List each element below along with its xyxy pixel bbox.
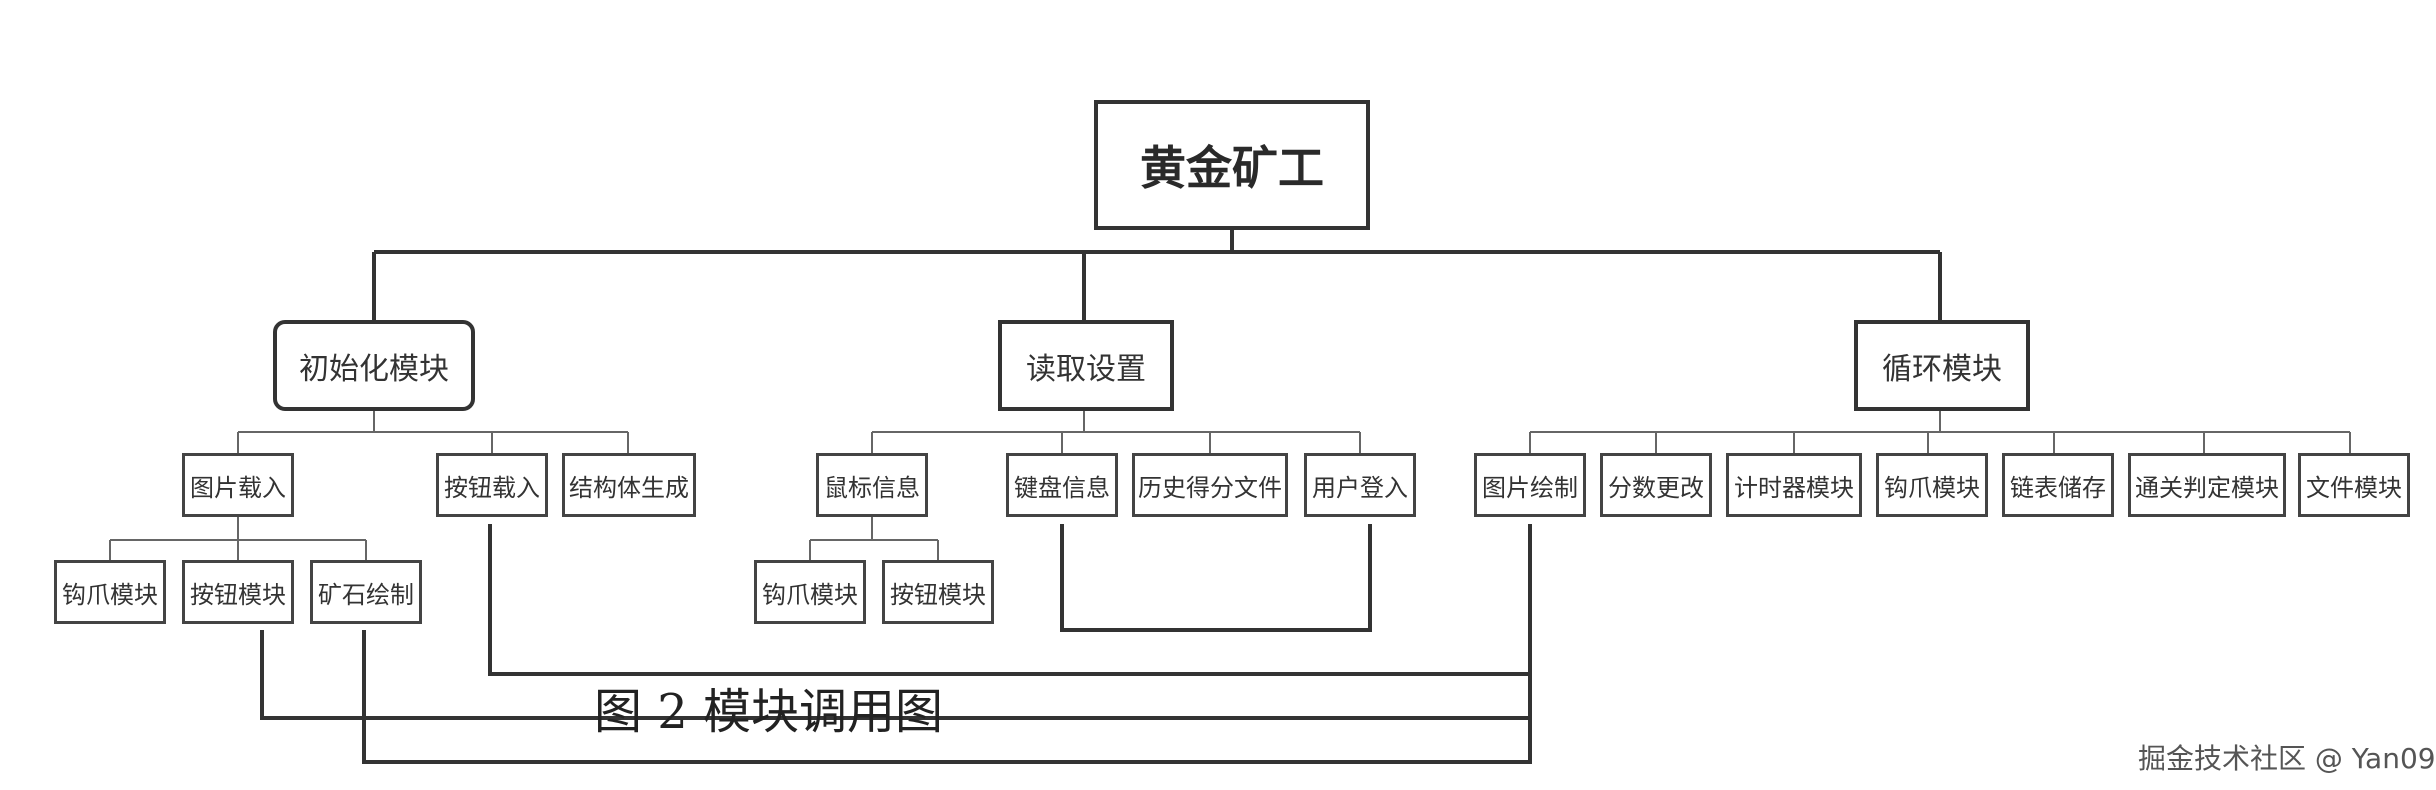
call-line-keyboard-login [1060, 524, 1372, 632]
loop-claw-node: 钩爪模块 [1876, 453, 1988, 517]
button-load-node: 按钮载入 [436, 453, 548, 517]
settings-claw-node: 钩爪模块 [754, 560, 866, 624]
keyboard-info-node: 键盘信息 [1006, 453, 1118, 517]
init-claw-node: 钩爪模块 [54, 560, 166, 624]
loop-module-node: 循环模块 [1854, 320, 2030, 411]
settings-button-node: 按钮模块 [882, 560, 994, 624]
mouse-info-node: 鼠标信息 [816, 453, 928, 517]
list-storage-node: 链表储存 [2002, 453, 2114, 517]
call-line-button-load [488, 524, 1532, 676]
figure-caption: 图 2 模块调用图 [594, 684, 944, 740]
read-settings-node: 读取设置 [998, 320, 1174, 411]
ore-draw-node: 矿石绘制 [310, 560, 422, 624]
file-module-node: 文件模块 [2298, 453, 2410, 517]
score-change-node: 分数更改 [1600, 453, 1712, 517]
root-node: 黄金矿工 [1094, 100, 1370, 230]
struct-gen-node: 结构体生成 [562, 453, 696, 517]
timer-module-node: 计时器模块 [1726, 453, 1862, 517]
call-line-button-module [260, 630, 1530, 720]
init-button-node: 按钮模块 [182, 560, 294, 624]
watermark: 掘金技术社区 @ Yan09 [2138, 742, 2436, 775]
history-score-node: 历史得分文件 [1132, 453, 1288, 517]
call-line-ore-draw [362, 630, 1532, 764]
image-draw-node: 图片绘制 [1474, 453, 1586, 517]
init-module-node: 初始化模块 [273, 320, 475, 411]
level-check-node: 通关判定模块 [2128, 453, 2286, 517]
image-load-node: 图片载入 [182, 453, 294, 517]
user-login-node: 用户登入 [1304, 453, 1416, 517]
